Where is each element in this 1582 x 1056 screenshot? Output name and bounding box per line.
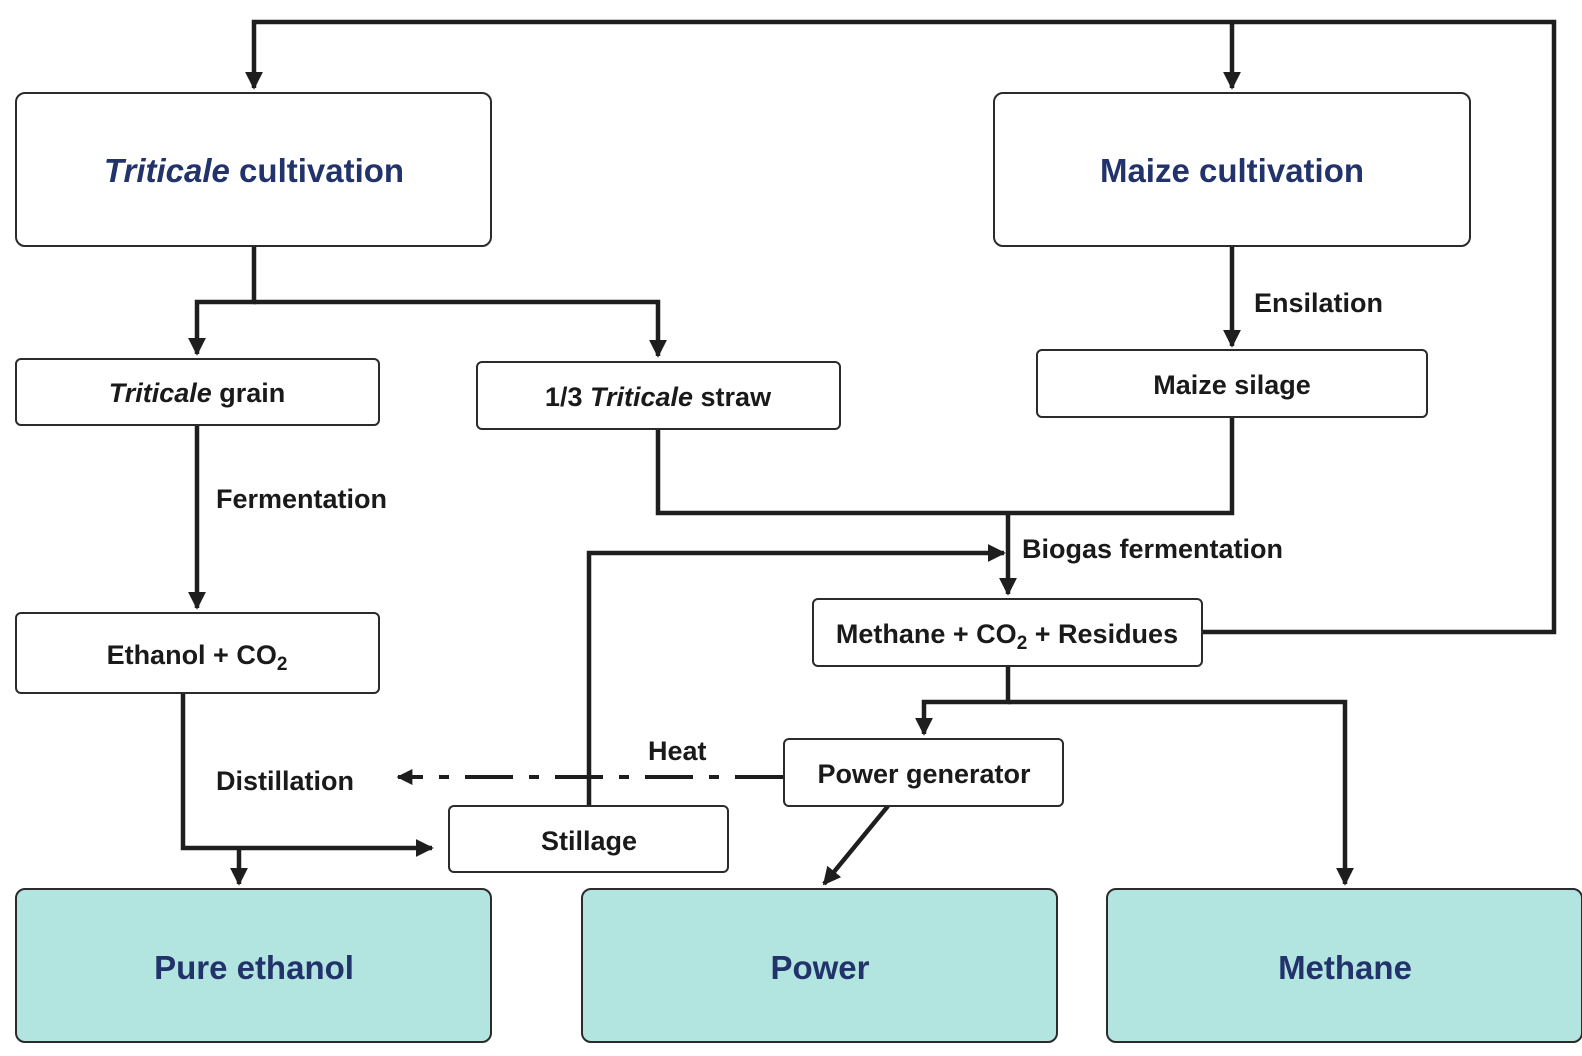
node-methane-co2-residues: Methane + CO2 + Residues (812, 598, 1203, 667)
triticale-grain-rest: grain (212, 378, 286, 408)
svg-text:1/3 Triticale straw: 1/3 Triticale straw (545, 382, 772, 412)
ensilation-label: Ensilation (1254, 288, 1383, 318)
power-generator-label: Power generator (817, 759, 1031, 789)
methane-mix-rest: + Residues (1027, 619, 1178, 649)
node-stillage: Stillage (448, 805, 729, 873)
methane-label: Methane (1278, 949, 1412, 986)
connectors (180, 19, 1557, 886)
maize-silage-label: Maize silage (1153, 370, 1311, 400)
node-ethanol-co2: Ethanol + CO2 (15, 612, 380, 694)
node-triticale-grain: Triticale grain (15, 358, 380, 426)
stillage-label: Stillage (541, 826, 637, 856)
heat-label: Heat (648, 736, 707, 766)
recycle-arrow-to-triticale (245, 19, 1557, 635)
arrow-cultivation-to-grain (188, 246, 257, 356)
triticale-straw-italic: Triticale (590, 382, 693, 412)
power-label: Power (770, 949, 869, 986)
distillation-label: Distillation (216, 766, 354, 796)
biogas-fermentation-label: Biogas fermentation (1022, 534, 1283, 564)
ethanol-co2-main: Ethanol + CO (107, 640, 277, 670)
output-pure-ethanol: Pure ethanol (15, 888, 492, 1043)
arrow-generator-to-power (822, 804, 890, 886)
arrow-cultivation-to-straw (254, 299, 667, 358)
node-maize-cultivation: Maize cultivation (993, 92, 1471, 247)
output-power: Power (581, 888, 1058, 1043)
methane-mix-main: Methane + CO (836, 619, 1017, 649)
triticale-cultivation-rest: cultivation (230, 152, 404, 189)
line-methane-mix-split (915, 666, 1011, 736)
svg-text:Triticale grain: Triticale grain (109, 378, 286, 408)
maize-cultivation-label: Maize cultivation (1100, 152, 1364, 189)
node-triticale-cultivation: Triticale cultivation (15, 92, 492, 247)
arrow-to-methane-output (1008, 699, 1354, 886)
triticale-straw-rest: straw (693, 382, 772, 412)
ethanol-co2-subscript: 2 (277, 654, 288, 675)
fermentation-label: Fermentation (216, 484, 387, 514)
methane-mix-subscript: 2 (1017, 633, 1028, 654)
arrow-stillage-to-biogas (586, 544, 1006, 806)
svg-text:Ethanol + CO2: Ethanol + CO2 (107, 640, 288, 675)
svg-text:Methane + CO2 + Residues: Methane + CO2 + Residues (836, 619, 1178, 654)
triticale-cultivation-italic: Triticale (104, 152, 230, 189)
triticale-grain-italic: Triticale (109, 378, 212, 408)
triticale-straw-prefix: 1/3 (545, 382, 590, 412)
node-maize-silage: Maize silage (1036, 349, 1428, 418)
node-power-generator: Power generator (783, 738, 1064, 807)
line-straw-to-biogas (655, 417, 1235, 516)
arrow-ethanol-to-stillage (180, 694, 434, 857)
output-methane: Methane (1106, 888, 1582, 1043)
pure-ethanol-label: Pure ethanol (154, 949, 354, 986)
svg-text:Triticale cultivation: Triticale cultivation (104, 152, 404, 189)
node-triticale-straw: 1/3 Triticale straw (476, 361, 841, 430)
